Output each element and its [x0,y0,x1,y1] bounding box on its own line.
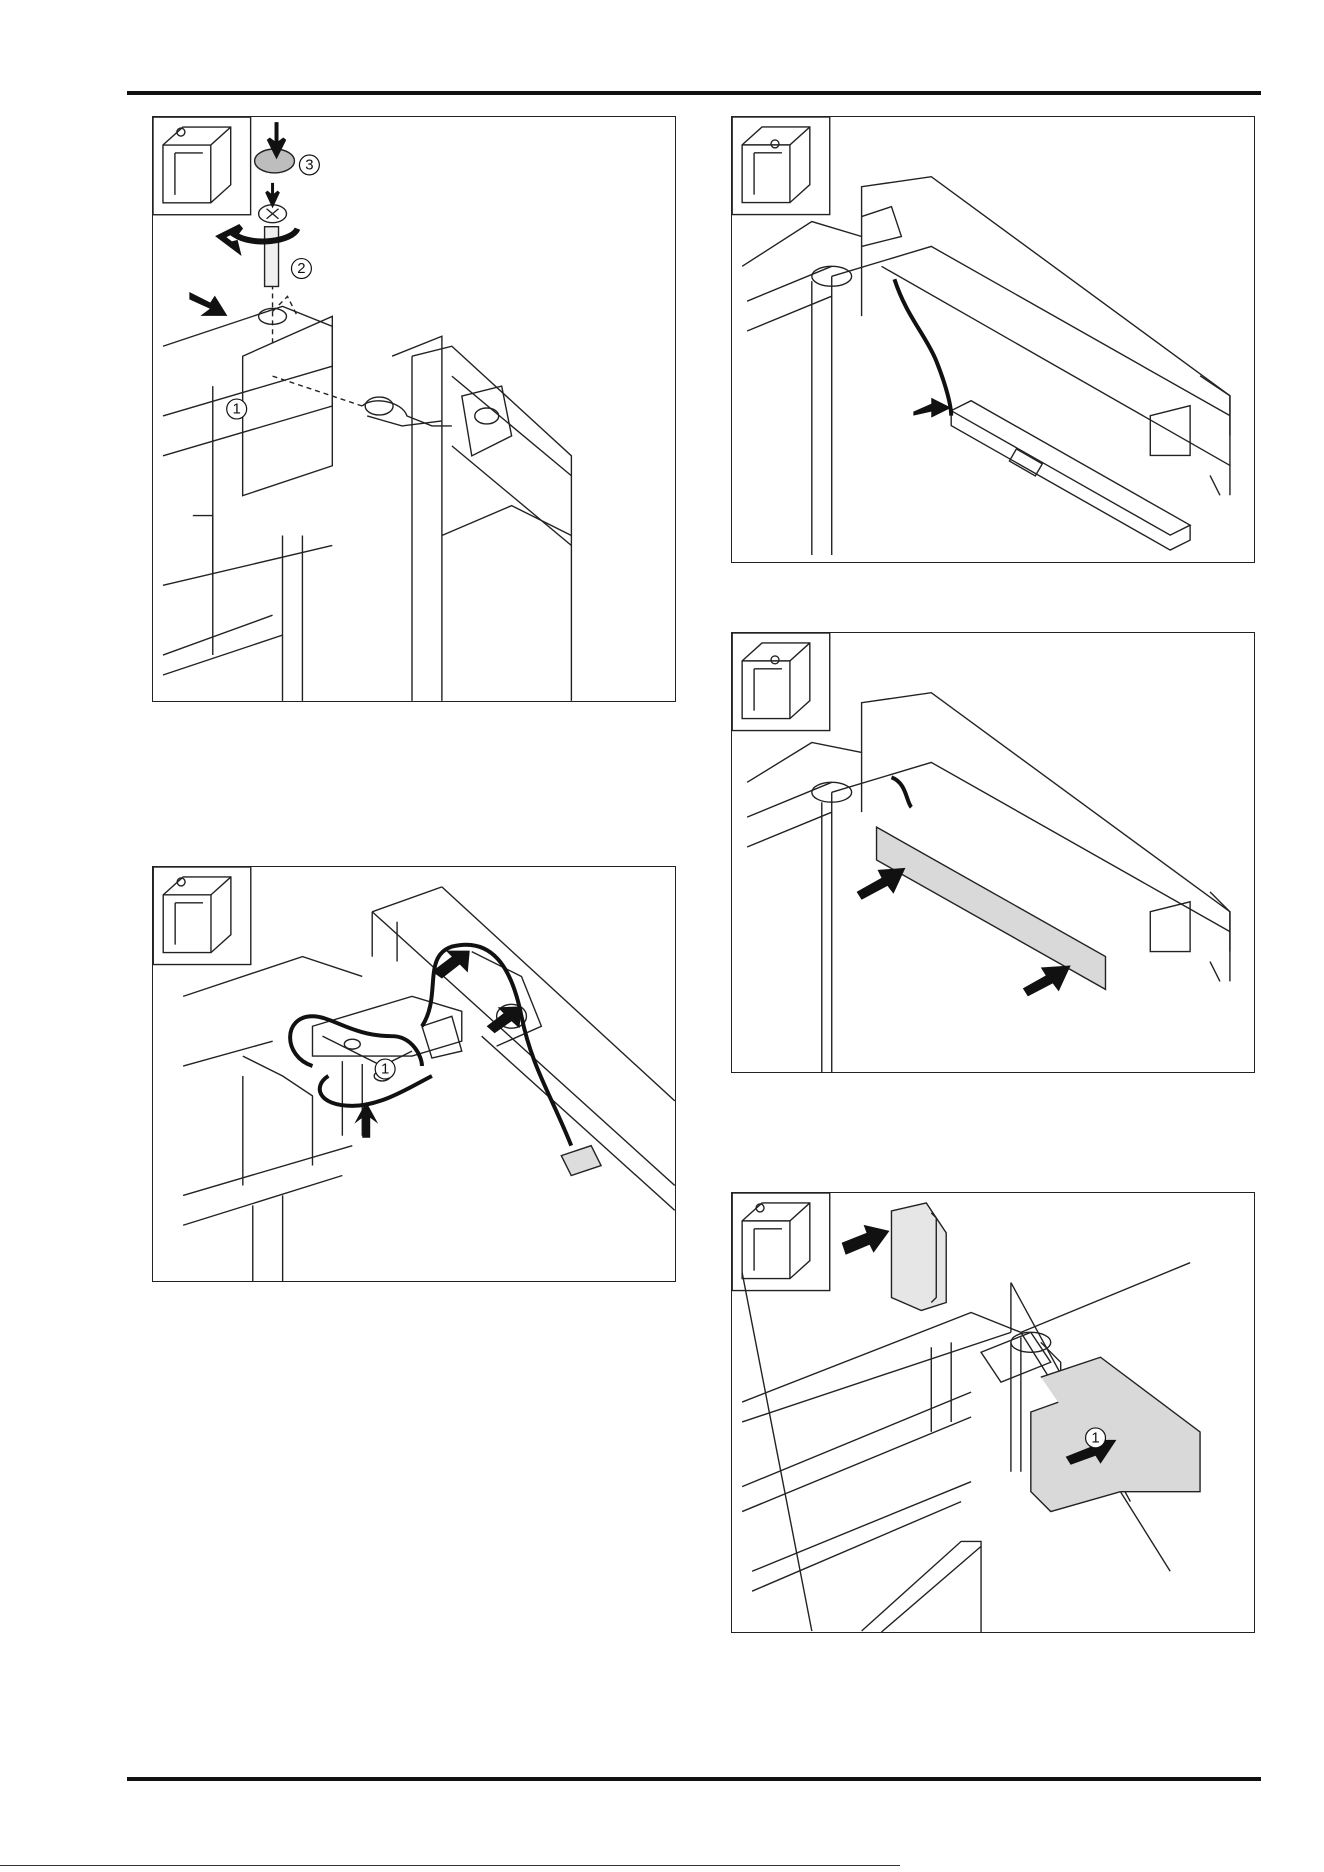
cable [894,279,951,415]
push-arrow-icon [842,1225,890,1255]
light-cover [877,827,1106,989]
figure-hinge-cap-drawing: 1 [732,1193,1254,1632]
callout-1: 1 [227,399,247,419]
push-arrow-icon [857,868,906,900]
cabinet-corner-location-icon [153,117,251,215]
callout-1: 1 [375,1059,395,1079]
callout-1-label: 1 [233,401,241,418]
figure-light-unplug [731,116,1255,563]
push-arrow-icon [1023,965,1071,996]
footer-rule [127,1777,1261,1781]
push-arrow-icon [267,183,279,205]
callout-3: 3 [299,155,319,175]
figure-hinge-removal: 3 2 1 [152,116,676,702]
cable [290,945,571,1146]
figure-hinge-removal-drawing: 3 2 1 [153,117,675,701]
callout-1: 1 [1086,1428,1106,1448]
figure-cover-insert-drawing [732,633,1254,1072]
push-arrow-icon [913,398,951,418]
header-rule [127,91,1261,95]
callout-1-label: 1 [381,1061,389,1078]
figure-hinge-cable-drawing: 1 [153,867,675,1281]
crop-mark-line [0,1865,900,1866]
callout-1-label: 1 [1091,1429,1099,1446]
callout-2: 2 [291,259,311,279]
figure-hinge-cap: 1 [731,1192,1255,1633]
rotate-arrow-icon [221,227,298,249]
callout-2-label: 2 [297,260,305,277]
cable [891,777,911,807]
figure-light-unplug-drawing [732,117,1254,562]
figure-cover-insert [731,632,1255,1073]
figure-hinge-cable: 1 [152,866,676,1282]
push-arrow-icon [191,294,225,314]
callout-3-label: 3 [305,156,313,173]
hinge-screw [259,205,287,287]
